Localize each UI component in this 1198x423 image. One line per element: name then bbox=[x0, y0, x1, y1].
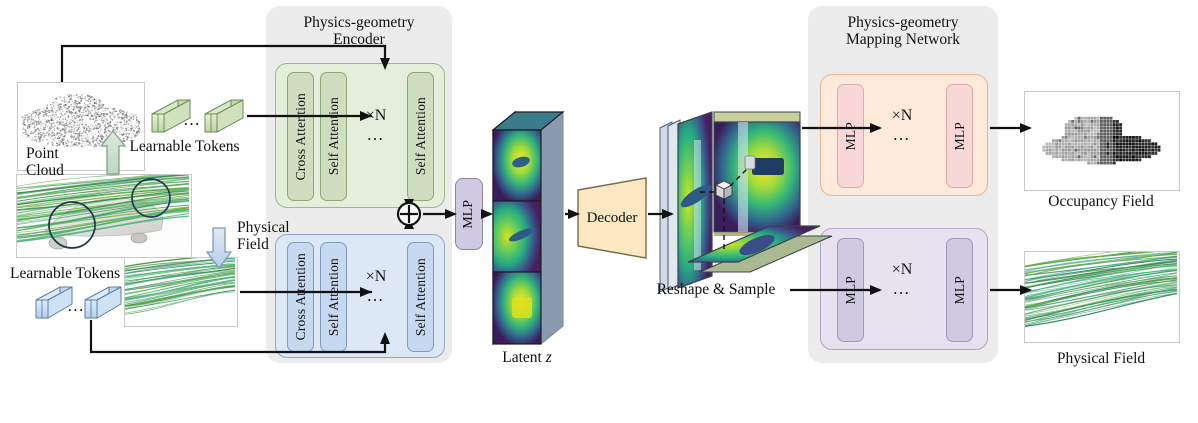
learnable-tokens-top-caption: Learnable Tokens bbox=[129, 138, 240, 155]
physical-mlp-block-2[interactable]: MLP bbox=[946, 238, 973, 342]
physical-ellipsis: … bbox=[892, 279, 912, 298]
learnable-tokens-bottom-caption: Learnable Tokens bbox=[10, 265, 121, 282]
physical-mlp-block-1[interactable]: MLP bbox=[837, 238, 864, 342]
latent-caption-symbol: z bbox=[545, 349, 552, 366]
physics-self-attention-label-1: Self Attention bbox=[325, 257, 341, 337]
occupancy-mlp-label-2: MLP bbox=[951, 121, 967, 151]
point-cloud-caption: Point Cloud bbox=[26, 145, 106, 179]
occupancy-mlp-block-1[interactable]: MLP bbox=[837, 84, 864, 188]
physical-mlp-label-2: MLP bbox=[951, 275, 967, 305]
geometry-repeat-label: ×N bbox=[365, 107, 387, 124]
geometry-self-attention-block-2[interactable]: Self Attention bbox=[407, 72, 434, 201]
physics-ellipsis: … bbox=[366, 286, 386, 305]
occupancy-mapping-branch[interactable]: MLP ×N … MLP bbox=[820, 74, 988, 196]
fusion-mlp-label: MLP bbox=[461, 199, 476, 229]
blue-tokens-ellipsis: … bbox=[67, 296, 85, 315]
mapping-group-title: Physics-geometry Mapping Network bbox=[808, 14, 998, 49]
triplane-sample-art bbox=[659, 111, 833, 293]
physical-field-caption: Physical Field bbox=[1056, 350, 1146, 367]
physical-field-input-image bbox=[16, 174, 192, 258]
geometry-ellipsis: … bbox=[366, 125, 386, 144]
fusion-mlp-block[interactable]: MLP bbox=[455, 178, 483, 250]
latent-z-block bbox=[491, 110, 565, 346]
geometry-cross-attention-block[interactable]: Cross Attention bbox=[287, 72, 314, 201]
geometry-self-attention-label-1: Self Attention bbox=[325, 97, 341, 176]
occupancy-field-caption: Occupancy Field bbox=[1048, 193, 1154, 210]
encoder-title-line1: Physics-geometry bbox=[303, 14, 415, 31]
geometry-cross-attention-label: Cross Attention bbox=[292, 92, 308, 181]
mapping-title-line1: Physics-geometry bbox=[847, 14, 959, 31]
occupancy-ellipsis: … bbox=[892, 125, 912, 144]
latent-caption: Latent z bbox=[477, 349, 577, 366]
occupancy-repeat-label: ×N bbox=[891, 107, 913, 124]
physical-repeat-indicator: ×N … bbox=[873, 261, 931, 298]
sample-point-cube bbox=[714, 180, 734, 200]
latent-caption-prefix: Latent bbox=[502, 349, 546, 366]
geometry-self-attention-block-1[interactable]: Self Attention bbox=[320, 72, 347, 201]
point-cloud-caption-line2: Cloud bbox=[26, 162, 64, 180]
occupancy-mlp-label-1: MLP bbox=[842, 121, 858, 151]
geometry-branch[interactable]: Cross Attention Self Attention ×N … Self… bbox=[275, 63, 445, 208]
occupancy-mlp-block-2[interactable]: MLP bbox=[946, 84, 973, 188]
physics-repeat-label: ×N bbox=[365, 268, 387, 285]
physics-cross-attention-block[interactable]: Cross Attention bbox=[287, 242, 314, 352]
token-green-2 bbox=[204, 99, 244, 133]
encoder-title-line2: Encoder bbox=[333, 31, 385, 49]
geometry-repeat-indicator: ×N … bbox=[350, 107, 402, 144]
physical-mapping-branch[interactable]: MLP ×N … MLP bbox=[820, 228, 988, 350]
physical-mlp-label-1: MLP bbox=[842, 275, 858, 305]
token-blue-2 bbox=[84, 286, 122, 319]
occupancy-field-image bbox=[1024, 91, 1180, 191]
geometry-self-attention-label-2: Self Attention bbox=[412, 97, 428, 176]
encoder-group-title: Physics-geometry Encoder bbox=[266, 14, 452, 49]
green-tokens-ellipsis: … bbox=[183, 110, 201, 129]
encoder-group: Physics-geometry Encoder Cross Attention… bbox=[266, 6, 452, 363]
physics-self-attention-block-1[interactable]: Self Attention bbox=[320, 242, 347, 352]
physical-field-output-image bbox=[1024, 251, 1180, 343]
mapping-title-line2: Mapping Network bbox=[845, 31, 961, 49]
triplane-caption: Reshape & Sample bbox=[656, 281, 776, 298]
occupancy-repeat-indicator: ×N … bbox=[873, 107, 931, 144]
physics-self-attention-block-2[interactable]: Self Attention bbox=[407, 242, 434, 352]
physical-field-caption-line1: Physical bbox=[237, 219, 290, 236]
physical-field-caption-line2: Field bbox=[237, 236, 269, 254]
decoder-label: Decoder bbox=[586, 209, 638, 226]
physical-repeat-label: ×N bbox=[891, 261, 913, 278]
physics-cross-attention-label: Cross Attention bbox=[292, 253, 308, 341]
point-cloud-caption-line1: Point bbox=[26, 145, 59, 162]
physics-self-attention-label-2: Self Attention bbox=[412, 257, 428, 337]
physical-field-input-caption: Physical Field bbox=[237, 219, 329, 253]
physics-repeat-indicator: ×N … bbox=[350, 268, 402, 305]
decoder-block[interactable]: Decoder bbox=[574, 176, 650, 260]
mapping-group: Physics-geometry Mapping Network MLP ×N … bbox=[808, 6, 998, 363]
